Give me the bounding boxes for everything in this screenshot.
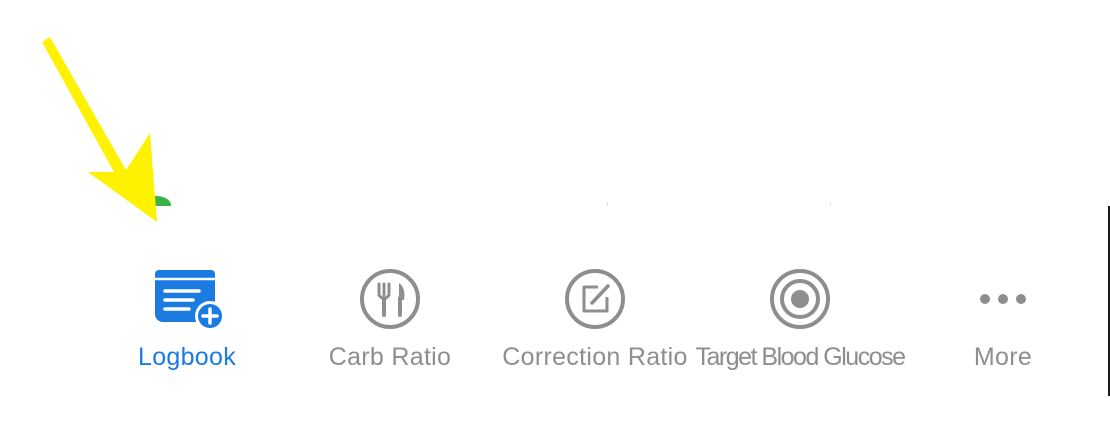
tab-carb-ratio[interactable]: Carb Ratio (280, 266, 500, 386)
logbook-add-icon (147, 266, 227, 332)
tab-label-logbook: Logbook (137, 343, 237, 371)
tab-more[interactable]: More (893, 266, 1110, 386)
fork-knife-icon (350, 266, 430, 332)
target-icon (760, 266, 840, 332)
tab-correction-ratio[interactable]: Correction Ratio (485, 266, 705, 386)
edit-square-icon (555, 266, 635, 332)
tab-label-carb-ratio: Carb Ratio (328, 343, 452, 371)
tab-label-correction-ratio: Correction Ratio (502, 343, 688, 371)
annotation-arrow-icon (42, 37, 157, 222)
content-area (0, 0, 1110, 206)
tab-label-target-blood-glucose: Target Blood Glucose (695, 343, 906, 371)
ellipsis-icon (963, 266, 1043, 332)
tab-bar: Logbook Carb Ratio Correction R (0, 206, 1110, 422)
tab-logbook[interactable]: Logbook (77, 266, 297, 386)
window-edge (1108, 206, 1110, 396)
tab-target-blood-glucose[interactable]: Target Blood Glucose (690, 266, 910, 386)
tab-label-more: More (973, 343, 1033, 371)
